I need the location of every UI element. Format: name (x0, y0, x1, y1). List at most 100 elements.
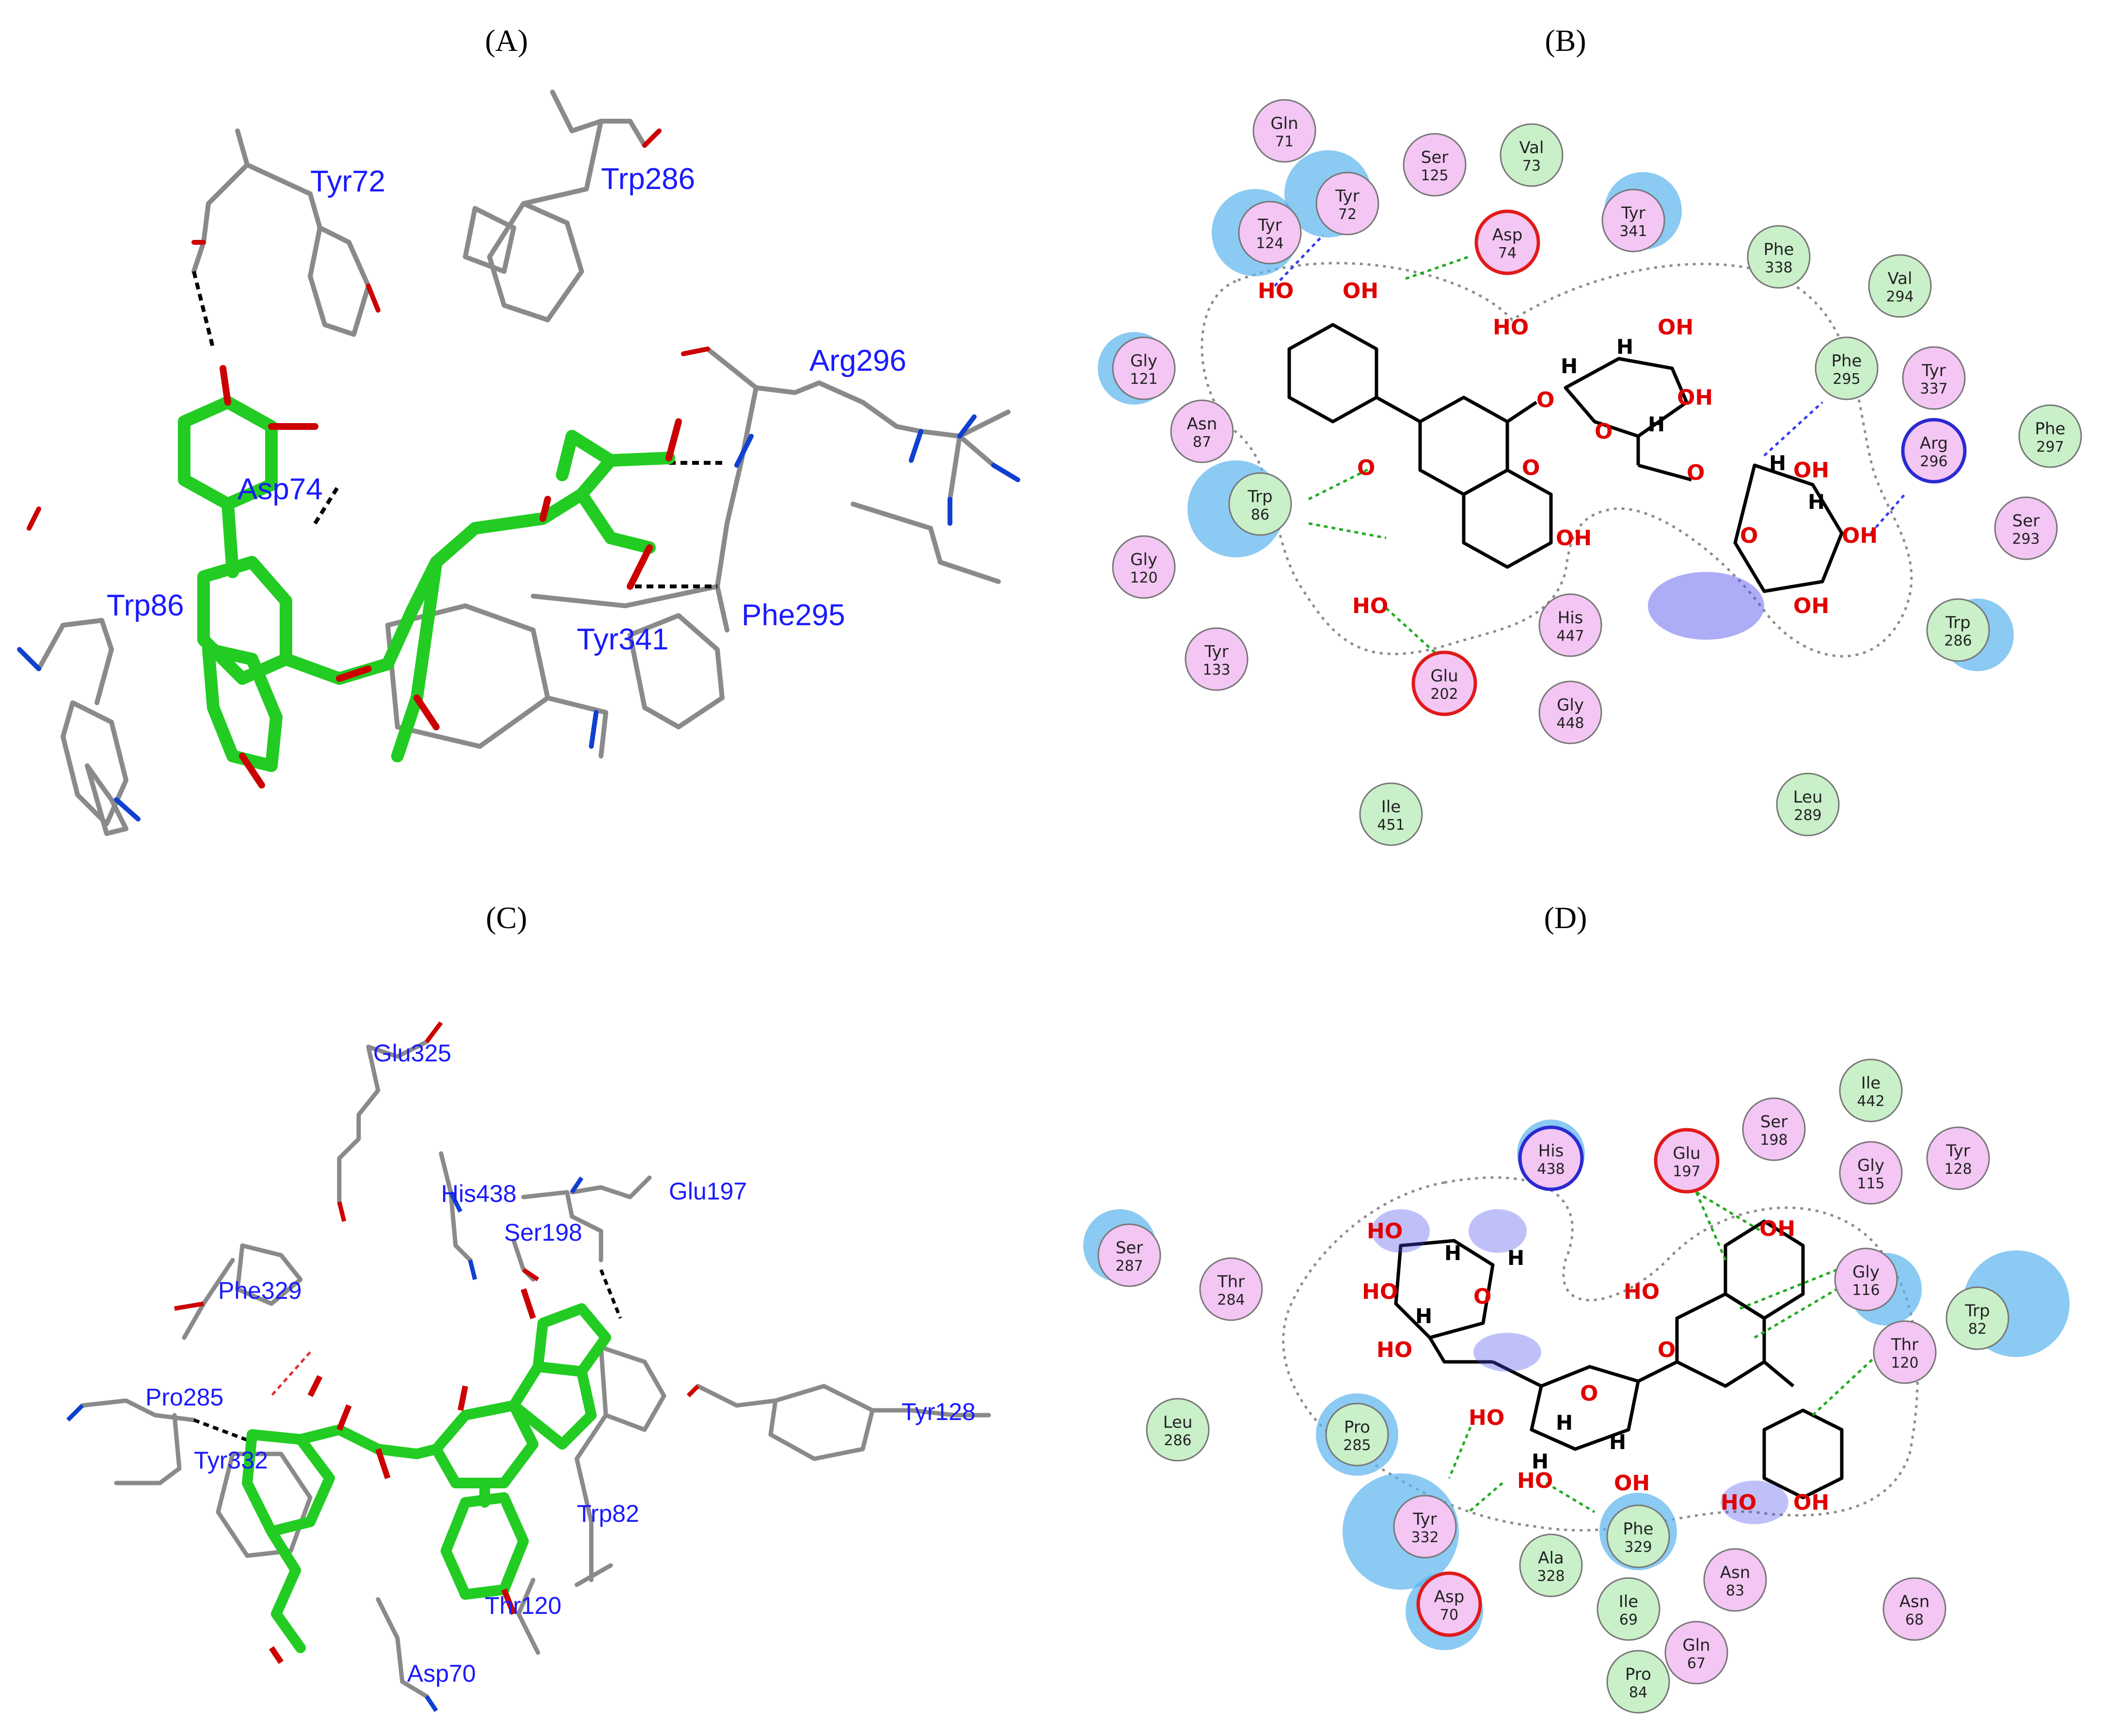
residue-disc-tyr337 (1902, 346, 1966, 410)
residue-disc-tyr332 (1393, 1495, 1457, 1559)
atom-o: O (1473, 1284, 1491, 1309)
residue-number: 87 (1193, 434, 1211, 451)
residue-disc-gly115 (1839, 1141, 1903, 1205)
atom-h: H (1769, 451, 1786, 475)
residue-disc-gln71 (1252, 99, 1316, 163)
residue-name: Val (1519, 138, 1544, 158)
residue-name: Phe (1764, 240, 1794, 259)
residue-name: Glu (1430, 666, 1458, 686)
residue-name: Ser (1421, 148, 1449, 167)
residue-name: Trp (1247, 487, 1272, 506)
residue-name: Gly (1857, 1156, 1884, 1175)
residue-name: Leu (1793, 788, 1823, 807)
residue-number: 289 (1794, 807, 1821, 824)
residue-name: Leu (1163, 1413, 1193, 1432)
residue-name: Phe (2035, 419, 2066, 439)
residue-number: 286 (1944, 632, 1972, 649)
atom-oh: OH (1343, 279, 1378, 303)
atom-oh: OH (1793, 458, 1829, 483)
residue-number: 197 (1673, 1163, 1700, 1180)
atom-oh: OH (1556, 526, 1592, 551)
residue-name: Ile (1381, 797, 1401, 817)
residue-name: Gly (1130, 351, 1157, 371)
label-asp70: Asp70 (407, 1660, 476, 1687)
residue-name: Trp (1945, 613, 1970, 632)
residue-number: 72 (1338, 206, 1357, 223)
residue-name: Tyr (1621, 204, 1645, 223)
residue-name: Ile (1619, 1592, 1638, 1611)
label-trp286: Trp286 (601, 162, 695, 196)
residue-number: 83 (1726, 1582, 1744, 1599)
residue-number: 284 (1217, 1292, 1245, 1309)
residue-disc-tyr124 (1238, 201, 1302, 265)
residue-name: Glu (1673, 1144, 1700, 1163)
residue-name: Ser (1116, 1238, 1143, 1258)
label-glu197: Glu197 (669, 1178, 747, 1205)
residue-disc-phe338 (1747, 225, 1811, 289)
residue-number: 338 (1765, 259, 1792, 276)
atom-ho: HO (1493, 315, 1529, 340)
atom-o: O (1522, 456, 1540, 480)
residue-number: 448 (1556, 715, 1584, 732)
label-phe295: Phe295 (742, 599, 845, 632)
residue-disc-glu202 (1411, 650, 1477, 716)
atom-ho: HO (1624, 1279, 1660, 1304)
residue-disc-asn83 (1703, 1548, 1767, 1612)
atom-h: H (1616, 335, 1633, 359)
residue-number: 198 (1760, 1132, 1787, 1149)
pi-contact (270, 1351, 311, 1397)
panel-c-3d-pose: Glu325 His438 Glu197 Ser198 Phe329 Pro28… (66, 1021, 991, 1712)
residue-number: 287 (1115, 1258, 1143, 1275)
atom-ho: HO (1469, 1405, 1504, 1430)
residue-disc-asp74 (1474, 209, 1540, 275)
atom-ho: HO (1367, 1219, 1403, 1244)
residue-number: 442 (1857, 1093, 1884, 1110)
residue-name: Gly (1130, 550, 1157, 569)
label-arg296: Arg296 (809, 344, 906, 378)
atom-oh: OH (1793, 594, 1829, 618)
atom-h: H (1556, 1411, 1573, 1435)
residue-name: Gln (1270, 114, 1298, 133)
atom-oh: OH (1793, 1490, 1829, 1515)
residue-name: Thr (1217, 1272, 1245, 1292)
residue-disc-his447 (1538, 593, 1602, 657)
residue-disc-leu286 (1146, 1398, 1210, 1462)
residue-name: His (1538, 1141, 1564, 1161)
pocket-contour-d (1282, 1176, 1919, 1532)
residue-disc-gly116 (1834, 1247, 1898, 1311)
panel-b-label: (B) (1545, 23, 1586, 58)
atom-h: H (1415, 1304, 1432, 1328)
panel-a-label: (A) (485, 23, 528, 58)
residue-name: Gly (1852, 1263, 1880, 1282)
residue-number: 295 (1833, 371, 1860, 388)
residue-number: 73 (1522, 158, 1541, 174)
atom-ho: HO (1352, 594, 1388, 618)
residue-number: 125 (1421, 167, 1448, 184)
residue-disc-phe297 (2018, 404, 2082, 468)
residue-name: Tyr (1921, 361, 1946, 380)
atom-oh: OH (1759, 1216, 1795, 1241)
residue-disc-trp286 (1926, 598, 1990, 662)
label-tyr72: Tyr72 (310, 165, 385, 198)
atom-ho: HO (1517, 1468, 1553, 1493)
residue-name: Arg (1920, 434, 1948, 453)
residue-disc-ser198 (1742, 1097, 1806, 1161)
residue-name: Ala (1538, 1548, 1564, 1568)
residue-number: 202 (1430, 686, 1458, 703)
atom-h: H (1561, 354, 1578, 378)
residue-number: 451 (1377, 817, 1405, 834)
hydrophobic-spot (1648, 572, 1764, 640)
atom-o: O (1658, 1338, 1676, 1362)
residue-number: 115 (1857, 1175, 1884, 1192)
residue-name: Asn (1899, 1592, 1930, 1611)
atom-h: H (1808, 490, 1825, 514)
residue-number: 116 (1852, 1282, 1880, 1299)
residue-name: Gln (1682, 1636, 1710, 1655)
residue-disc-tyr72 (1315, 172, 1379, 236)
panel-d-label: (D) (1544, 900, 1587, 935)
residue-number: 128 (1944, 1161, 1972, 1178)
residue-name: Phe (1623, 1519, 1654, 1539)
atom-h: H (1532, 1450, 1549, 1473)
residue-number: 124 (1256, 235, 1283, 252)
